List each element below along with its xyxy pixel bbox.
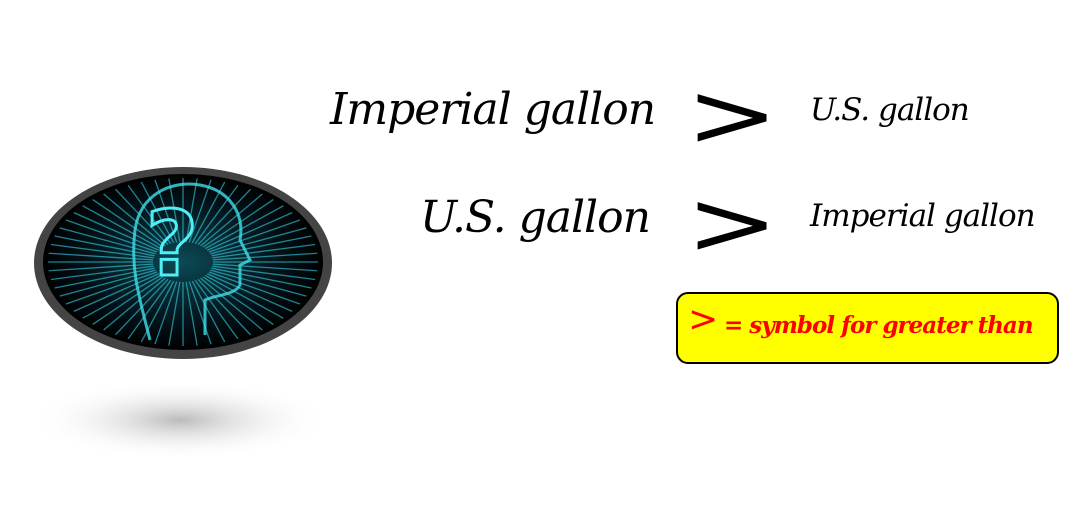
light-ray: [208, 271, 301, 305]
light-ray: [82, 274, 162, 319]
light-ray: [194, 184, 239, 245]
light-ray: [103, 277, 166, 331]
light-ray: [208, 219, 301, 253]
light-ray: [127, 184, 172, 245]
light-ray: [197, 278, 251, 336]
row1-greater-than: >: [686, 63, 779, 167]
light-ray: [188, 281, 212, 345]
light-ray: [185, 281, 198, 346]
light-ray: [204, 274, 284, 319]
light-ray: [212, 252, 318, 261]
light-ray: [197, 188, 251, 246]
light-ray: [50, 265, 154, 281]
light-ray: [92, 276, 164, 325]
light-ray: [168, 281, 181, 346]
light-ray: [73, 273, 159, 312]
light-ray: [154, 281, 178, 345]
legend-symbol: >: [688, 299, 719, 340]
light-ray: [194, 279, 239, 340]
light-ray: [212, 263, 318, 272]
light-ray: [200, 277, 263, 331]
light-ray: [103, 193, 166, 247]
light-ray: [212, 265, 316, 281]
light-ray: [59, 227, 156, 255]
question-head-image: ?: [30, 167, 332, 460]
light-ray: [210, 227, 307, 255]
row1-left: Imperial gallon: [330, 84, 656, 135]
light-ray: [115, 188, 169, 246]
light-ray: [154, 179, 178, 243]
light-ray: [73, 212, 159, 251]
light-ray: [211, 235, 312, 257]
light-ray: [54, 235, 155, 257]
light-ray: [127, 279, 172, 340]
row2-left: U.S. gallon: [420, 192, 651, 243]
light-ray: [54, 267, 155, 289]
row2-right: Imperial gallon: [810, 198, 1036, 234]
light-ray: [207, 212, 293, 251]
light-ray: [59, 269, 156, 297]
light-ray: [202, 199, 274, 248]
legend-box: > = symbol for greater than: [676, 292, 1059, 364]
light-ray: [211, 267, 312, 289]
light-ray: [202, 276, 274, 325]
head-outline-icon: [132, 182, 253, 341]
light-ray: [210, 269, 307, 297]
light-ray: [207, 273, 293, 312]
legend-text: = symbol for greater than: [724, 312, 1034, 339]
light-ray: [65, 219, 158, 253]
light-ray: [50, 243, 154, 259]
light-ray: [168, 178, 181, 243]
light-ray: [212, 243, 316, 259]
light-ray: [92, 199, 164, 248]
light-ray: [204, 205, 284, 250]
light-ray: [48, 252, 154, 261]
row1-right: U.S. gallon: [810, 92, 970, 128]
light-ray: [65, 271, 158, 305]
light-ray: [188, 179, 212, 243]
shadow: [30, 380, 330, 460]
light-ray: [191, 280, 226, 343]
question-mark-icon: ?: [146, 192, 198, 297]
light-ray: [82, 205, 162, 250]
light-ray: [185, 178, 198, 243]
row2-greater-than: >: [686, 171, 779, 275]
light-ray: [140, 181, 175, 244]
light-ray: [200, 193, 263, 247]
